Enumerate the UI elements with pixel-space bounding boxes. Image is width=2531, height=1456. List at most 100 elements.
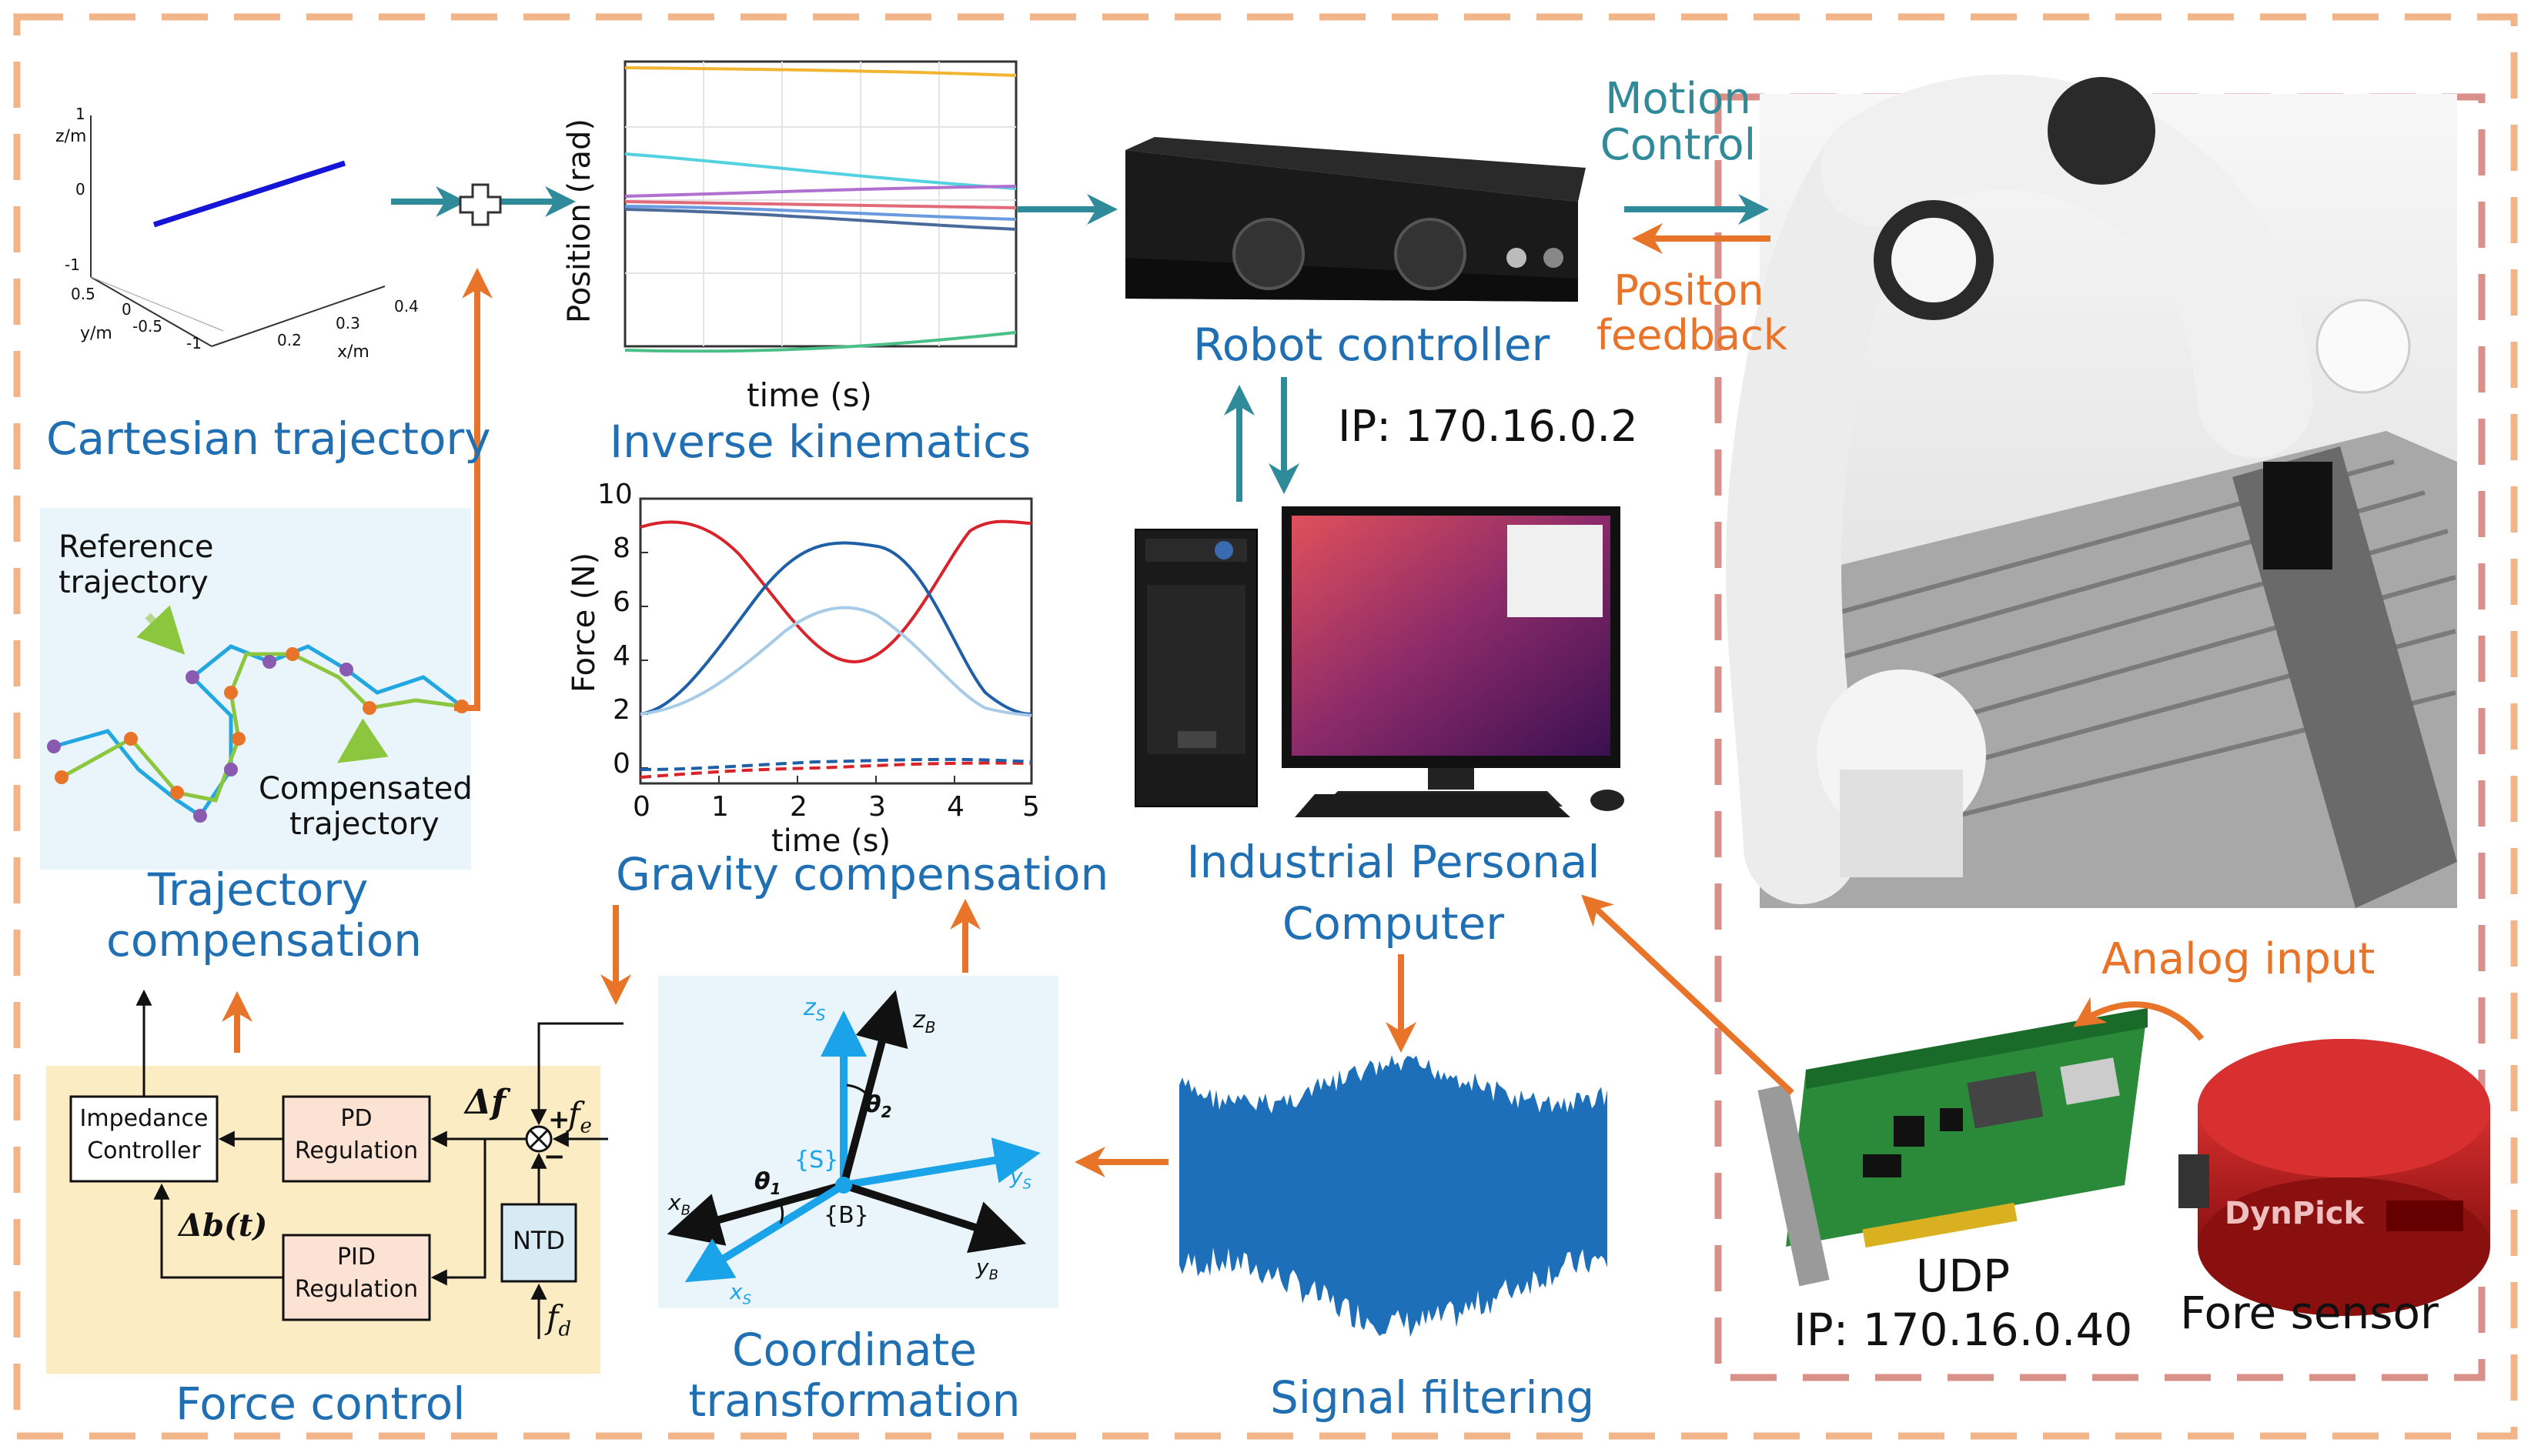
cart-z-tick-2: 0 (75, 180, 85, 199)
cartesian-trajectory-plot (90, 115, 386, 347)
controller-ip-label: IP: 170.16.0.2 (1338, 402, 1638, 452)
theta1-label: θ1 (754, 1168, 781, 1198)
arrow-compensation-to-sum (454, 268, 493, 711)
signal-filtering-waveform (1179, 1055, 1607, 1337)
cart-y-tick-2: 0 (122, 300, 132, 319)
b-frame-label: {B} (824, 1202, 869, 1229)
analog-input-label: Analog input (2101, 934, 2376, 984)
xb-label: xB (668, 1190, 690, 1219)
trajectory-compensation-label-1: Trajectory (148, 863, 369, 916)
trajectory-compensation-panel (40, 508, 471, 870)
udp-card-photo (1757, 1008, 2148, 1287)
position-feedback-label-2: feedback (1597, 311, 1788, 359)
delta-b-label: Δb(t) (179, 1207, 268, 1244)
gravity-xlabel: time (s) (771, 823, 891, 859)
xs-label: xS (730, 1279, 752, 1308)
compensated-trajectory-label-2: trajectory (289, 806, 440, 842)
trajectory-compensation-label-2: compensation (106, 914, 422, 967)
compensated-trajectory-label-1: Compensated (259, 771, 473, 806)
minus-sign: − (543, 1141, 566, 1172)
robot-arm-photo (1726, 74, 2457, 908)
f-d-label: fd (547, 1298, 572, 1341)
coordinate-transformation-label-2: transformation (688, 1374, 1021, 1427)
plus-sign: + (548, 1104, 570, 1135)
ik-xlabel: time (s) (747, 376, 872, 414)
pd-label-1: PD (340, 1105, 373, 1132)
udp-label: UDP (1915, 1250, 2011, 1302)
fore-sensor-label: Fore sensor (2180, 1287, 2439, 1339)
gravity-ytick-4: 4 (613, 640, 630, 672)
udp-ip-label: IP: 170.16.0.40 (1793, 1304, 2133, 1356)
cart-z-tick-1: 1 (75, 105, 85, 123)
gravity-ytick-8: 8 (613, 533, 630, 564)
gravity-compensation-plot (639, 497, 1033, 785)
inverse-kinematics-plot (624, 60, 1018, 353)
position-feedback-label-1: Positon (1613, 266, 1764, 315)
coordinate-transformation-label-1: Coordinate (732, 1324, 977, 1376)
ntd-label: NTD (512, 1226, 566, 1255)
gravity-xtick-3: 3 (868, 791, 886, 823)
cart-z-tick-3: -1 (65, 255, 80, 274)
reference-trajectory-label-1: Reference (59, 529, 214, 565)
cart-y-axis: y/m (80, 324, 112, 343)
gravity-ytick-0: 0 (613, 748, 630, 780)
cart-z-axis: z/m (55, 127, 87, 146)
robot-controller-device (1125, 137, 1586, 302)
yb-label: yB (976, 1254, 998, 1284)
impedance-label-2: Controller (87, 1137, 201, 1164)
zb-label: zB (913, 1007, 936, 1037)
gravity-ytick-10: 10 (597, 479, 633, 510)
motion-control-label-1: Motion (1605, 74, 1751, 124)
impedance-label-1: Impedance (79, 1105, 209, 1132)
delta-f-label: Δf (465, 1083, 507, 1122)
gravity-xtick-0: 0 (633, 791, 650, 823)
sum-cross-icon (459, 182, 502, 226)
cartesian-trajectory-label: Cartesian trajectory (46, 412, 491, 465)
force-control-block (46, 989, 624, 1374)
inverse-kinematics-label: Inverse kinematics (610, 416, 1031, 468)
cart-y-tick-4: -1 (186, 334, 202, 352)
gravity-ytick-6: 6 (613, 586, 630, 618)
zs-label: zS (804, 994, 826, 1024)
pid-regulation-box (282, 1234, 431, 1321)
cart-y-tick-3: -0.5 (132, 317, 163, 336)
ik-ylabel: Position (rad) (562, 118, 597, 323)
cart-x-tick-3: 0.4 (394, 297, 419, 316)
reference-trajectory-label-2: trajectory (59, 565, 209, 600)
pid-label-2: Regulation (294, 1276, 419, 1303)
gravity-ylabel: Force (N) (567, 552, 602, 693)
trajectory-line (152, 160, 346, 228)
gravity-xtick-5: 5 (1022, 791, 1040, 823)
industrial-pc-label-1: Industrial Personal (1186, 836, 1600, 888)
pid-label-1: PID (336, 1244, 376, 1271)
gravity-xtick-1: 1 (711, 791, 729, 823)
cart-y-tick-1: 0.5 (71, 285, 95, 303)
gravity-ytick-2: 2 (613, 694, 630, 726)
coordinate-transformation-panel (658, 976, 1058, 1308)
force-sensor-photo: DynPick (2178, 1039, 2490, 1316)
pd-regulation-box (282, 1095, 431, 1183)
s-frame-label: {S} (794, 1147, 839, 1174)
cart-x-tick-2: 0.3 (336, 314, 360, 332)
ys-label: yS (1010, 1164, 1032, 1193)
cart-x-tick-1: 0.2 (277, 331, 302, 349)
flow-arrows (222, 186, 2205, 1177)
force-control-label: Force control (176, 1378, 466, 1430)
cart-x-axis: x/m (337, 342, 369, 362)
gravity-compensation-label: Gravity compensation (616, 848, 1109, 900)
industrial-pc-device (1135, 506, 1624, 817)
gravity-xtick-2: 2 (790, 791, 807, 823)
industrial-pc-label-2: Computer (1282, 897, 1505, 950)
gravity-xtick-4: 4 (947, 791, 965, 823)
signal-filtering-label: Signal filtering (1270, 1371, 1595, 1424)
outer-border (13, 13, 2518, 1440)
theta2-label: θ2 (865, 1091, 892, 1121)
pd-label-2: Regulation (294, 1137, 419, 1164)
motion-control-label-2: Control (1600, 120, 1757, 170)
svg-text:DynPick: DynPick (2225, 1196, 2365, 1231)
f-e-label: fe (568, 1095, 592, 1138)
arrow-udp-to-pc (1581, 894, 1794, 1095)
arrow-analog-input (2073, 997, 2205, 1041)
